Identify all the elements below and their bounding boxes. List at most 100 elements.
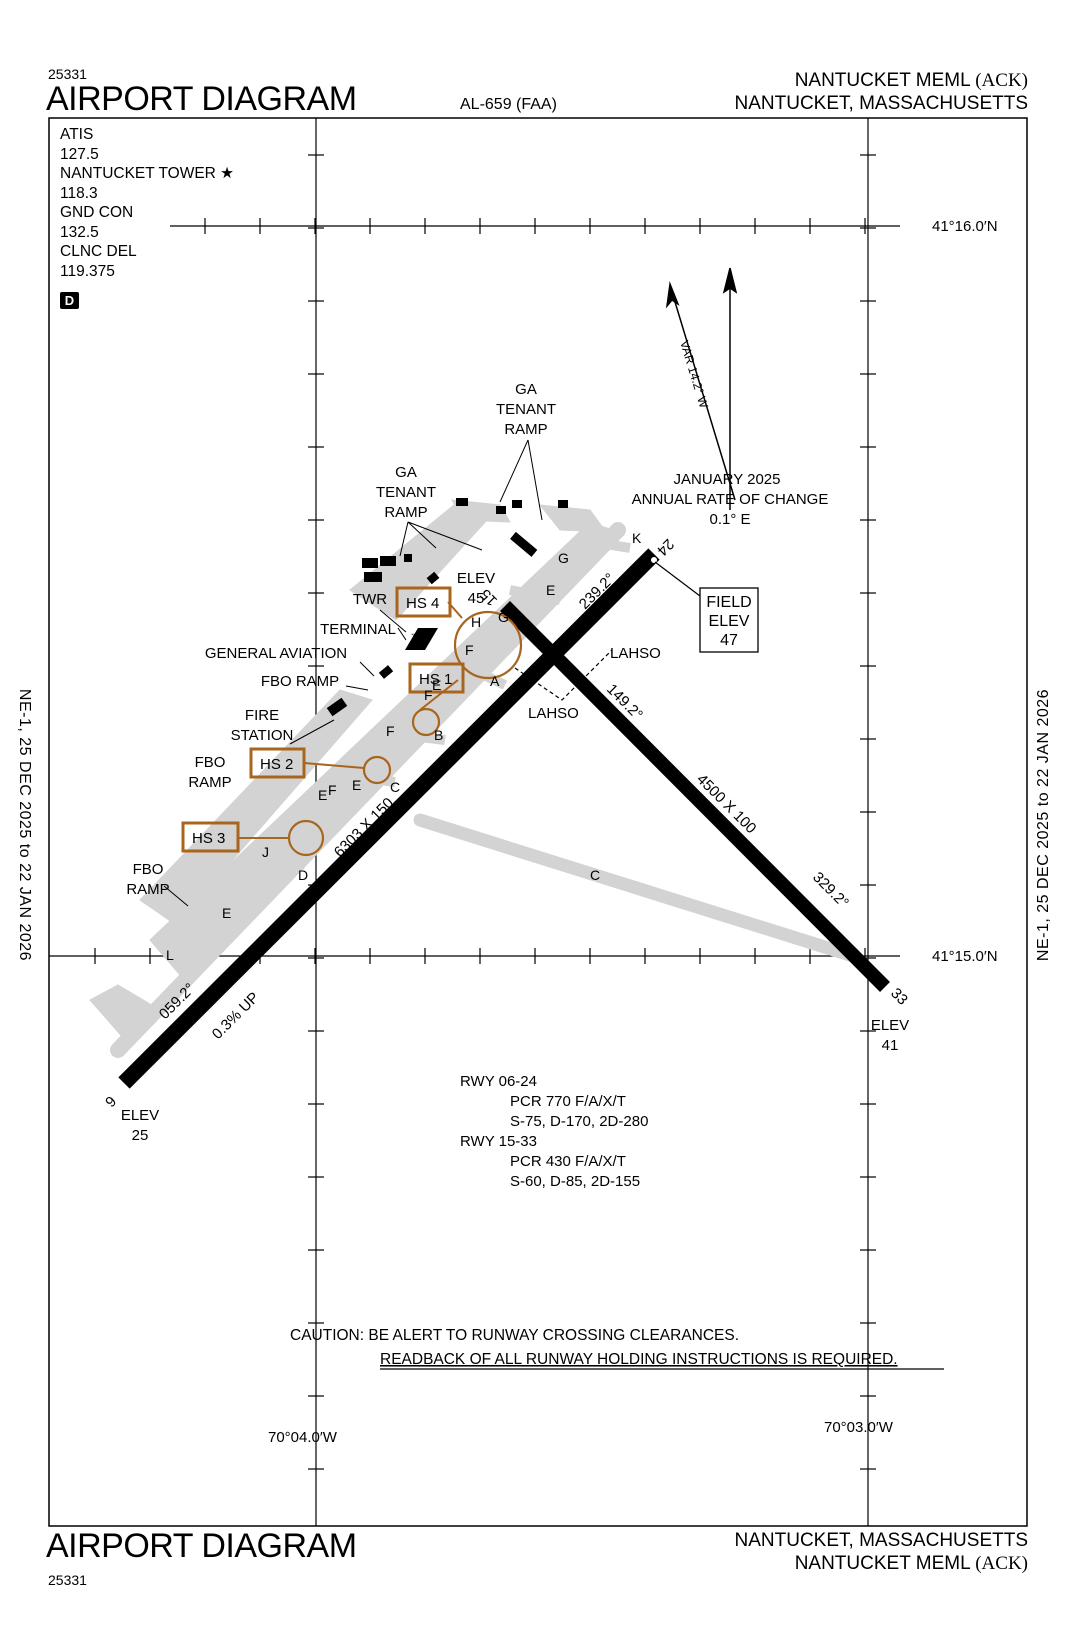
runway-15-33 (500, 601, 890, 992)
field-elev-value: 47 (720, 632, 738, 649)
hotspot-1-circle (411, 707, 441, 737)
twy-e-4: E (222, 905, 231, 921)
lat-north-label: 41°16.0′N (932, 218, 998, 235)
leader-lines (163, 439, 543, 907)
mag-rate-value: 0.1° E (709, 511, 750, 528)
rwy-06-elev: 25 (132, 1127, 149, 1144)
rwy-33-heading: 329.2° (809, 869, 852, 912)
magnetic-north-line (671, 291, 736, 501)
twy-e-1: E (546, 582, 555, 598)
ga-ramp-2-area (538, 504, 608, 533)
twy-c-1: C (390, 779, 400, 795)
twy-h: H (471, 614, 481, 630)
pcr-value-2: PCR 430 F/A/X/T (510, 1153, 626, 1170)
field-elev-label2: ELEV (709, 613, 750, 630)
connector-j (265, 853, 306, 870)
pcr-value-1: PCR 770 F/A/X/T (510, 1093, 626, 1110)
clearance-freq: 119.375 (60, 262, 115, 280)
footer-title: AIRPORT DIAGRAM (46, 1527, 357, 1565)
field-elev-label1: FIELD (706, 594, 751, 611)
twy-f-4: F (328, 782, 337, 798)
pcr-weights-1: S-75, D-170, 2D-280 (510, 1113, 648, 1130)
ga-ramp-2-line3: RAMP (504, 421, 547, 438)
hotspot-4-circle (453, 610, 523, 680)
chart-title: AIRPORT DIAGRAM (46, 80, 357, 118)
true-north-arrowhead (722, 267, 738, 294)
rwy-06-end: 6 (101, 1092, 119, 1110)
footer-airport-name: NANTUCKET MEML (794, 1553, 970, 1574)
variation-label: VAR 14.2° W (677, 339, 711, 411)
hs4-box (395, 586, 452, 618)
rwy-24-end: 24 (653, 535, 677, 559)
airport-location-header: NANTUCKET, MASSACHUSETTS (734, 93, 1028, 114)
twy-f-1: F (465, 642, 474, 658)
rwy-15-elev: 45 (468, 590, 485, 607)
chart-number: 25331 (48, 66, 87, 82)
hotspot-layer (181, 586, 523, 857)
coordinate-grid (49, 118, 900, 1526)
rwy-06-elev-label: ELEV (121, 1107, 159, 1124)
pcr-rwy-1: RWY 06-24 (460, 1073, 537, 1090)
diagram-frame (48, 117, 1028, 1527)
tower-star-icon: ☆ (410, 628, 424, 645)
pcr-block: RWY 06-24 PCR 770 F/A/X/T S-75, D-170, 2… (460, 1073, 648, 1190)
hs3-label: HS 3 (192, 830, 225, 847)
footer-chart-number: 25331 (48, 1572, 87, 1588)
field-elev-point (651, 557, 657, 563)
rwy-33-elev: 41 (882, 1037, 899, 1054)
ga-ramp-2-line2: TENANT (496, 401, 556, 418)
lahso-line (514, 649, 613, 701)
footer-airport: NANTUCKET MEML (ACK) (795, 1553, 1028, 1575)
hs1-label: HS 1 (419, 671, 452, 688)
fbo-ramp-2-line1: FBO (195, 754, 226, 771)
twy-f-2: F (424, 687, 433, 703)
connector-d (228, 890, 267, 910)
airport-name: NANTUCKET MEML (794, 70, 970, 91)
ground-freq: 132.5 (60, 223, 99, 241)
pcr-weights-2: S-60, D-85, 2D-155 (510, 1173, 640, 1190)
tower-label: NANTUCKET TOWER ★ (60, 165, 235, 182)
twy-g-1: G (558, 550, 569, 566)
fbo-ramp-1-label: FBO RAMP (261, 673, 339, 690)
d-symbol: D (60, 292, 79, 309)
hs2-box (249, 747, 306, 779)
hs2-label: HS 2 (260, 756, 293, 773)
procedure-id: AL-659 (FAA) (460, 96, 557, 113)
twy-a: A (490, 673, 500, 689)
field-elev-leader (654, 561, 701, 597)
caution-line-2: READBACK OF ALL RUNWAY HOLDING INSTRUCTI… (380, 1351, 898, 1368)
clearance-label: CLNC DEL (60, 243, 137, 260)
connector-b (379, 727, 446, 745)
ground-label: GND CON (60, 204, 134, 221)
runup-area-sw (89, 984, 161, 1041)
fbo-ramp-area (139, 689, 373, 926)
hs3-box (181, 821, 240, 853)
ga-ramp-1-line3: RAMP (384, 504, 427, 521)
fire-station-line2: STATION (231, 727, 294, 744)
magnetic-north-arrowhead (665, 281, 680, 309)
ga-ramp-2-line1: GA (515, 381, 537, 398)
taxiway-letters: K G E G H F A F E B F E C F E J D E L C (166, 530, 642, 963)
twy-c-2: C (590, 867, 600, 883)
terminal-building (405, 628, 438, 650)
twy-k: K (632, 530, 642, 546)
fbo-ramp-2-line2: RAMP (188, 774, 231, 791)
taxiway-c (413, 813, 857, 962)
airport-name-header: NANTUCKET MEML (ACK) (795, 70, 1028, 92)
pcr-rwy-2: RWY 15-33 (460, 1133, 537, 1150)
hotspot-2-circle (362, 755, 392, 785)
buildings (326, 498, 568, 717)
twy-e-3: E (352, 777, 361, 793)
airport-code: (ACK) (975, 70, 1028, 91)
fbo-ramp-3-line1: FBO (133, 861, 164, 878)
hs1-box (408, 662, 465, 694)
footer-airport-code: (ACK) (975, 1553, 1028, 1574)
atis-label: ATIS (60, 126, 94, 143)
fire-station-line1: FIRE (245, 707, 279, 724)
twy-e-2: E (432, 677, 441, 693)
rwy-33-elev-label: ELEV (871, 1017, 909, 1034)
twy-j: J (262, 844, 269, 860)
twy-f-3: F (386, 723, 395, 739)
lat-south-label: 41°15.0′N (932, 948, 998, 965)
